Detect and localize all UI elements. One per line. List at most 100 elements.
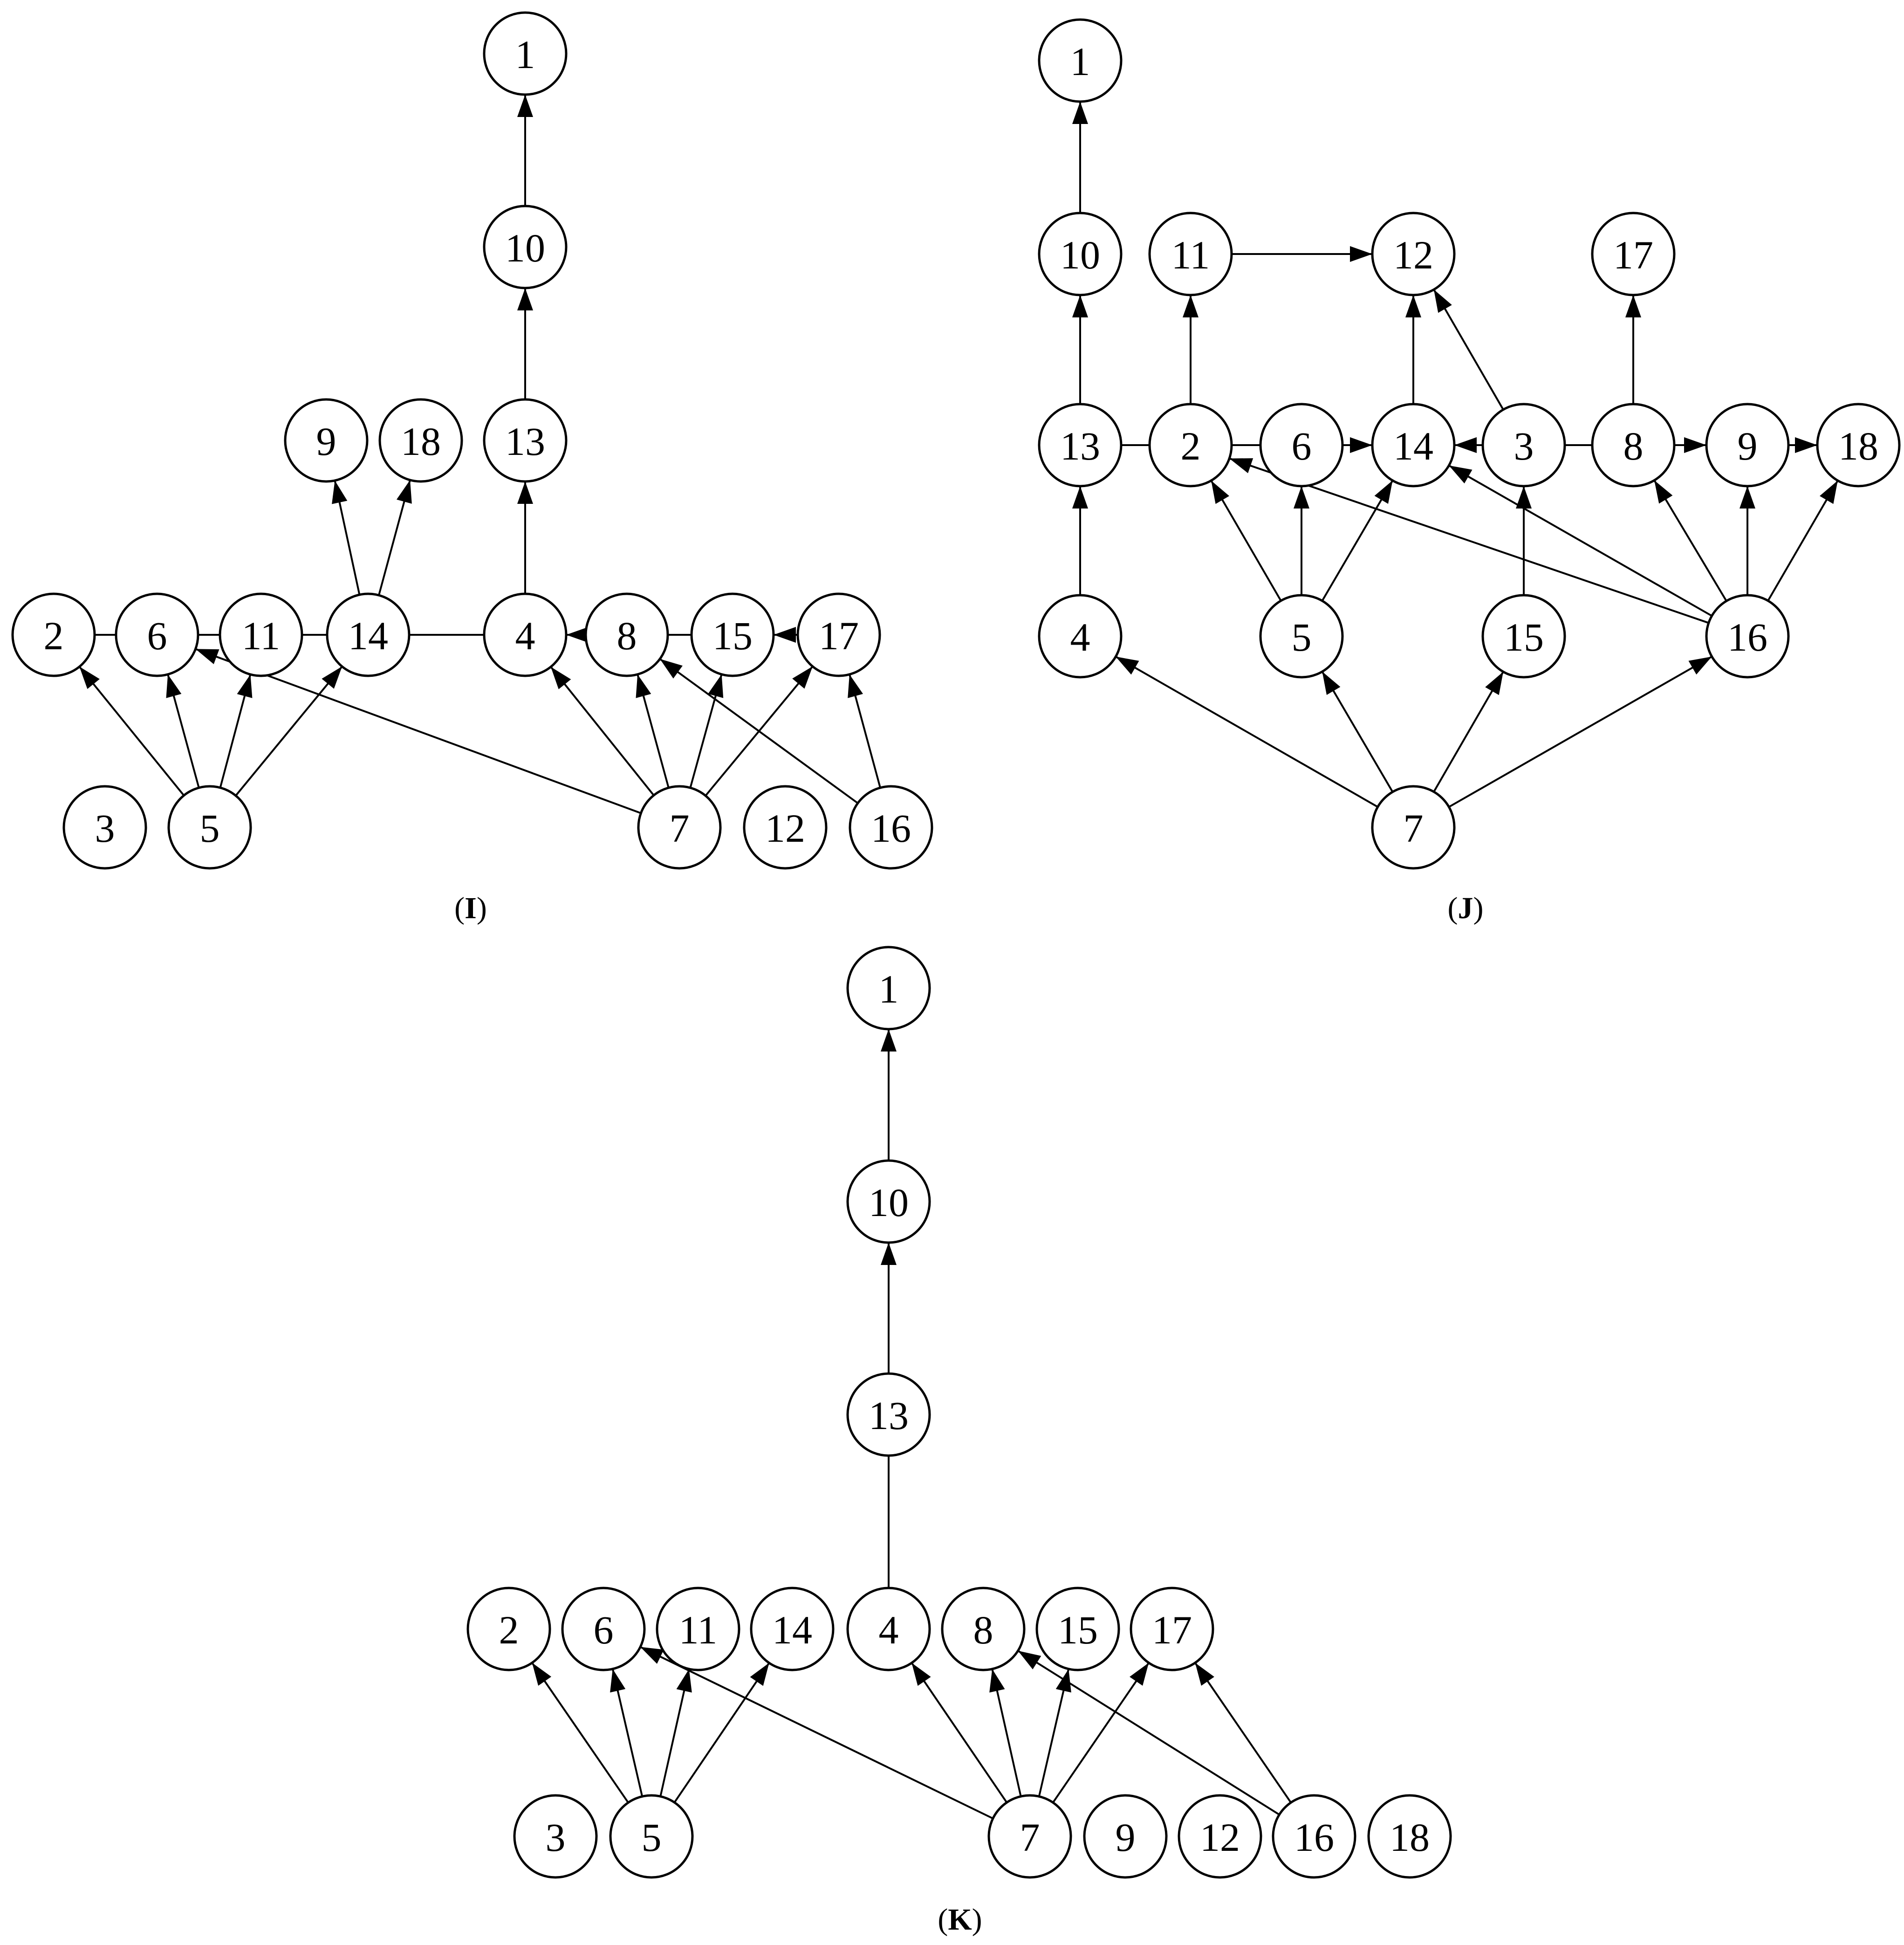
panel-k-edge-7-6 xyxy=(640,1646,993,1820)
arrow-head xyxy=(1454,437,1477,453)
arrow-head xyxy=(1018,1650,1041,1670)
node-circle xyxy=(1816,403,1901,488)
panel-i-edges xyxy=(78,95,881,814)
panel-j-node-7: 7 xyxy=(1371,785,1456,870)
panel-i-caption: (I) xyxy=(454,891,487,925)
arrow-head xyxy=(1684,437,1706,453)
node-label: 15 xyxy=(1058,1608,1098,1652)
edge-line xyxy=(235,666,343,797)
node-circle xyxy=(1130,1587,1214,1671)
panel-j-edge-10-1 xyxy=(1072,102,1088,213)
node-circle xyxy=(284,398,369,483)
panel-k-edge-16-17 xyxy=(1194,1662,1292,1803)
panel-i-edge-14-18 xyxy=(378,480,412,596)
panel-j-caption: (J) xyxy=(1448,891,1484,925)
panel-k-node-8: 8 xyxy=(941,1587,1026,1671)
node-label: 3 xyxy=(546,1815,566,1860)
panel-i-edge-13-10 xyxy=(517,288,533,399)
panel-j-node-3: 3 xyxy=(1481,403,1566,488)
edge-line xyxy=(550,666,655,796)
node-circle xyxy=(1038,403,1123,488)
panel-j-edge-7-4 xyxy=(1115,656,1378,808)
arrow-head xyxy=(517,288,533,310)
arrow-head xyxy=(1434,289,1452,313)
edge-line xyxy=(640,1646,993,1820)
arrow-head xyxy=(1350,437,1372,453)
node-circle xyxy=(466,1587,551,1671)
edge-line xyxy=(1653,480,1727,602)
panel-k-node-3: 3 xyxy=(513,1794,598,1879)
arrow-head xyxy=(517,95,533,117)
panel-j-edge-15-3 xyxy=(1516,486,1532,595)
node-label: 15 xyxy=(1504,615,1544,660)
node-label: 9 xyxy=(1738,424,1758,468)
panel-k-node-11: 11 xyxy=(656,1587,740,1671)
panel-i-edge-5-2 xyxy=(78,666,185,796)
node-circle xyxy=(1371,212,1456,296)
node-circle xyxy=(378,398,463,483)
arrow-head xyxy=(1485,672,1503,695)
node-label: 17 xyxy=(819,613,859,658)
node-label: 3 xyxy=(1514,424,1534,468)
panel-j-edge-9-18 xyxy=(1788,437,1817,453)
arrow-head xyxy=(1820,481,1838,504)
arrow-head xyxy=(1229,458,1253,474)
panel-j-node-12: 12 xyxy=(1371,212,1456,296)
arrow-head xyxy=(792,666,813,689)
node-circle xyxy=(609,1794,694,1879)
panel-k-node-12: 12 xyxy=(1178,1794,1262,1879)
panel-k-edge-5-6 xyxy=(610,1669,644,1797)
panel-i-node-10: 10 xyxy=(483,205,568,289)
node-label: 5 xyxy=(200,806,220,851)
panel-j-node-5: 5 xyxy=(1259,594,1344,679)
edge-line xyxy=(659,658,859,804)
node-label: 5 xyxy=(1292,615,1312,660)
arrow-head xyxy=(881,1243,897,1265)
edge-line xyxy=(673,1662,770,1803)
edge-line xyxy=(1448,655,1712,808)
panel-j-node-18: 18 xyxy=(1816,403,1901,488)
panel-i-node-7: 7 xyxy=(637,785,722,870)
panel-i-node-11: 11 xyxy=(219,592,303,677)
panel-i-edge-16-8 xyxy=(659,658,859,804)
arrow-head xyxy=(1625,295,1641,317)
panel-j-edge-5-14 xyxy=(1321,480,1394,602)
node-circle xyxy=(690,592,775,677)
panel-i-node-17: 17 xyxy=(796,592,881,677)
panel-i-edge-7-15 xyxy=(689,674,724,788)
node-circle xyxy=(750,1587,835,1671)
node-circle xyxy=(326,592,411,677)
panel-k-node-15: 15 xyxy=(1035,1587,1120,1671)
panel-k-node-17: 17 xyxy=(1130,1587,1214,1671)
panel-j-edge-16-14 xyxy=(1448,464,1712,617)
panel-i-node-5: 5 xyxy=(167,785,252,870)
node-circle xyxy=(1035,1587,1120,1671)
panel-j-node-16: 16 xyxy=(1705,594,1790,679)
arrow-head xyxy=(1374,480,1393,504)
node-circle xyxy=(1259,403,1344,488)
panel-k-node-5: 5 xyxy=(609,1794,694,1879)
node-circle xyxy=(1705,403,1790,488)
arrow-head xyxy=(640,1647,664,1664)
node-circle xyxy=(11,592,96,677)
panel-k-edge-7-8 xyxy=(989,1669,1022,1797)
panel-i-edge-14-9 xyxy=(332,480,361,595)
node-label: 7 xyxy=(670,806,690,851)
node-label: 9 xyxy=(1116,1815,1136,1860)
panel-k-node-1: 1 xyxy=(846,946,931,1031)
node-label: 3 xyxy=(95,806,115,851)
panel-k-node-16: 16 xyxy=(1272,1794,1356,1879)
panel-j-node-9: 9 xyxy=(1705,403,1790,488)
node-label: 18 xyxy=(401,419,441,464)
panel-k-node-13: 13 xyxy=(846,1372,931,1457)
panel-i-node-8: 8 xyxy=(584,592,669,677)
node-circle xyxy=(483,205,568,289)
panel-k-edge-5-11 xyxy=(659,1669,692,1797)
arrow-head xyxy=(1072,486,1088,509)
panel-j-edge-3-14 xyxy=(1454,437,1483,453)
panel-j-edge-2-11 xyxy=(1183,295,1199,404)
arrow-head xyxy=(566,627,589,643)
